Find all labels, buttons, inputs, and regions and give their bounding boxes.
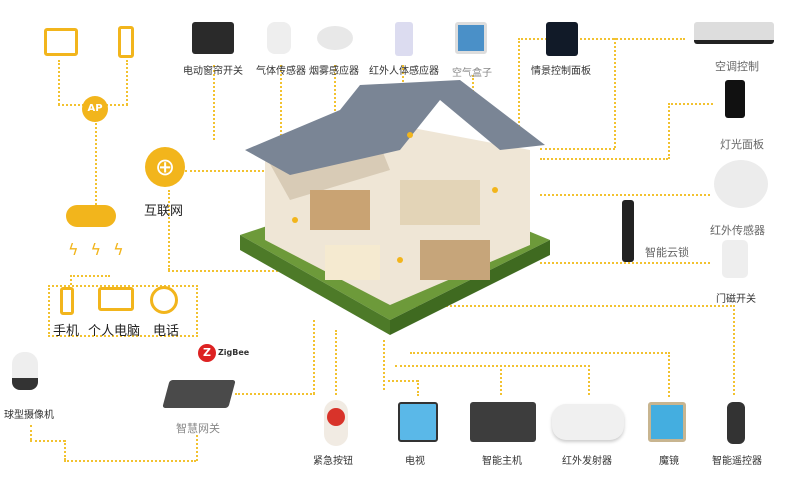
connector bbox=[668, 352, 670, 397]
cloud-icon bbox=[66, 205, 116, 227]
right-device-label: 智能云锁 bbox=[645, 246, 689, 259]
zigbee-logo: Z bbox=[198, 344, 216, 362]
top-device-label: 气体传感器 bbox=[256, 66, 306, 77]
connector bbox=[64, 460, 196, 462]
mobile-label: 手机 bbox=[53, 324, 80, 339]
bottom-device-label: 电视 bbox=[405, 456, 425, 467]
magic-mirror-device bbox=[648, 402, 686, 442]
light-panel-device bbox=[725, 80, 745, 118]
gateway-label: 智慧网关 bbox=[176, 422, 220, 435]
connector bbox=[383, 380, 418, 382]
bottom-device-label: 紧急按钮 bbox=[313, 456, 353, 467]
telephone-label: 电话 bbox=[153, 324, 180, 339]
emergency-button-device bbox=[324, 400, 348, 446]
top-device-label: 空气盒子 bbox=[452, 68, 492, 79]
right-device-label: 灯光面板 bbox=[720, 138, 764, 151]
top-device-label: 情景控制面板 bbox=[531, 66, 591, 77]
connector bbox=[540, 194, 710, 196]
gas-sensor-device bbox=[267, 22, 291, 54]
top-device-label: 电动窗帘开关 bbox=[183, 66, 243, 77]
phone-icon bbox=[118, 26, 134, 58]
connector bbox=[95, 115, 97, 205]
connector bbox=[395, 365, 590, 367]
curtain-switch-device bbox=[192, 22, 234, 54]
laptop-icon bbox=[98, 287, 134, 311]
connector bbox=[168, 190, 170, 270]
bottom-device-label: 智能遥控器 bbox=[712, 456, 762, 467]
connector bbox=[383, 340, 385, 390]
connector bbox=[30, 440, 65, 442]
internet-label: 互联网 bbox=[144, 204, 184, 219]
connector bbox=[70, 275, 110, 277]
ir-transmitter-device bbox=[552, 404, 624, 440]
connector bbox=[540, 148, 615, 150]
connector bbox=[500, 365, 502, 395]
air-box-device bbox=[455, 22, 487, 54]
signal-icons: ϟϟϟ bbox=[68, 240, 136, 259]
right-device-label: 门磁开关 bbox=[716, 294, 756, 305]
connector bbox=[540, 262, 710, 264]
pc-label: 个人电脑 bbox=[88, 324, 141, 339]
bottom-device-label: 智能主机 bbox=[482, 456, 522, 467]
scene-panel-device bbox=[546, 22, 578, 56]
connector bbox=[58, 60, 60, 105]
telephone-icon bbox=[150, 286, 178, 314]
camera-label: 球型摄像机 bbox=[4, 410, 54, 421]
device-group-frame bbox=[48, 285, 198, 337]
right-device-label: 空调控制 bbox=[715, 60, 759, 73]
connector bbox=[70, 275, 72, 285]
connector bbox=[168, 270, 278, 272]
smart-lock-device bbox=[622, 200, 634, 262]
top-device-label: 红外人体感应器 bbox=[369, 66, 439, 77]
mobile-icon bbox=[60, 287, 74, 315]
gateway-device bbox=[162, 380, 236, 408]
bottom-device-label: 红外发射器 bbox=[562, 456, 612, 467]
door-sensor-device bbox=[722, 240, 748, 278]
tv-device bbox=[398, 402, 438, 442]
globe-icon: ⊕ bbox=[145, 147, 185, 187]
tablet-icon bbox=[44, 28, 78, 56]
smart-house-illustration bbox=[240, 80, 550, 335]
connector bbox=[668, 103, 670, 159]
connector bbox=[126, 60, 128, 105]
connector bbox=[733, 305, 735, 395]
dome-camera-device bbox=[12, 352, 38, 390]
connector bbox=[30, 425, 32, 440]
connector bbox=[280, 65, 282, 140]
infrared-sensor-device bbox=[714, 160, 768, 208]
connector bbox=[588, 365, 590, 395]
smart-remote-device bbox=[727, 402, 745, 444]
connector bbox=[185, 170, 280, 172]
connector bbox=[614, 38, 616, 148]
connector bbox=[334, 65, 336, 115]
air-conditioner-device bbox=[694, 22, 774, 44]
connector bbox=[540, 158, 668, 160]
zigbee-label: ZigBee bbox=[218, 348, 250, 357]
connector bbox=[335, 330, 337, 395]
connector bbox=[196, 435, 198, 461]
connector bbox=[64, 440, 66, 460]
bottom-device-label: 魔镜 bbox=[659, 456, 679, 467]
connector bbox=[235, 393, 315, 395]
ap-badge: AP bbox=[82, 96, 108, 122]
connector bbox=[415, 305, 735, 307]
pir-sensor-device bbox=[395, 22, 413, 56]
connector bbox=[410, 352, 670, 354]
smoke-detector-device bbox=[317, 26, 353, 50]
connector bbox=[313, 320, 315, 394]
connector bbox=[518, 38, 543, 40]
top-device-label: 烟雾感应器 bbox=[309, 66, 359, 77]
connector bbox=[213, 65, 215, 140]
connector bbox=[417, 380, 419, 396]
right-device-label: 红外传感器 bbox=[710, 224, 765, 237]
smart-host-device bbox=[470, 402, 536, 442]
connector bbox=[668, 103, 713, 105]
connector bbox=[518, 38, 520, 158]
